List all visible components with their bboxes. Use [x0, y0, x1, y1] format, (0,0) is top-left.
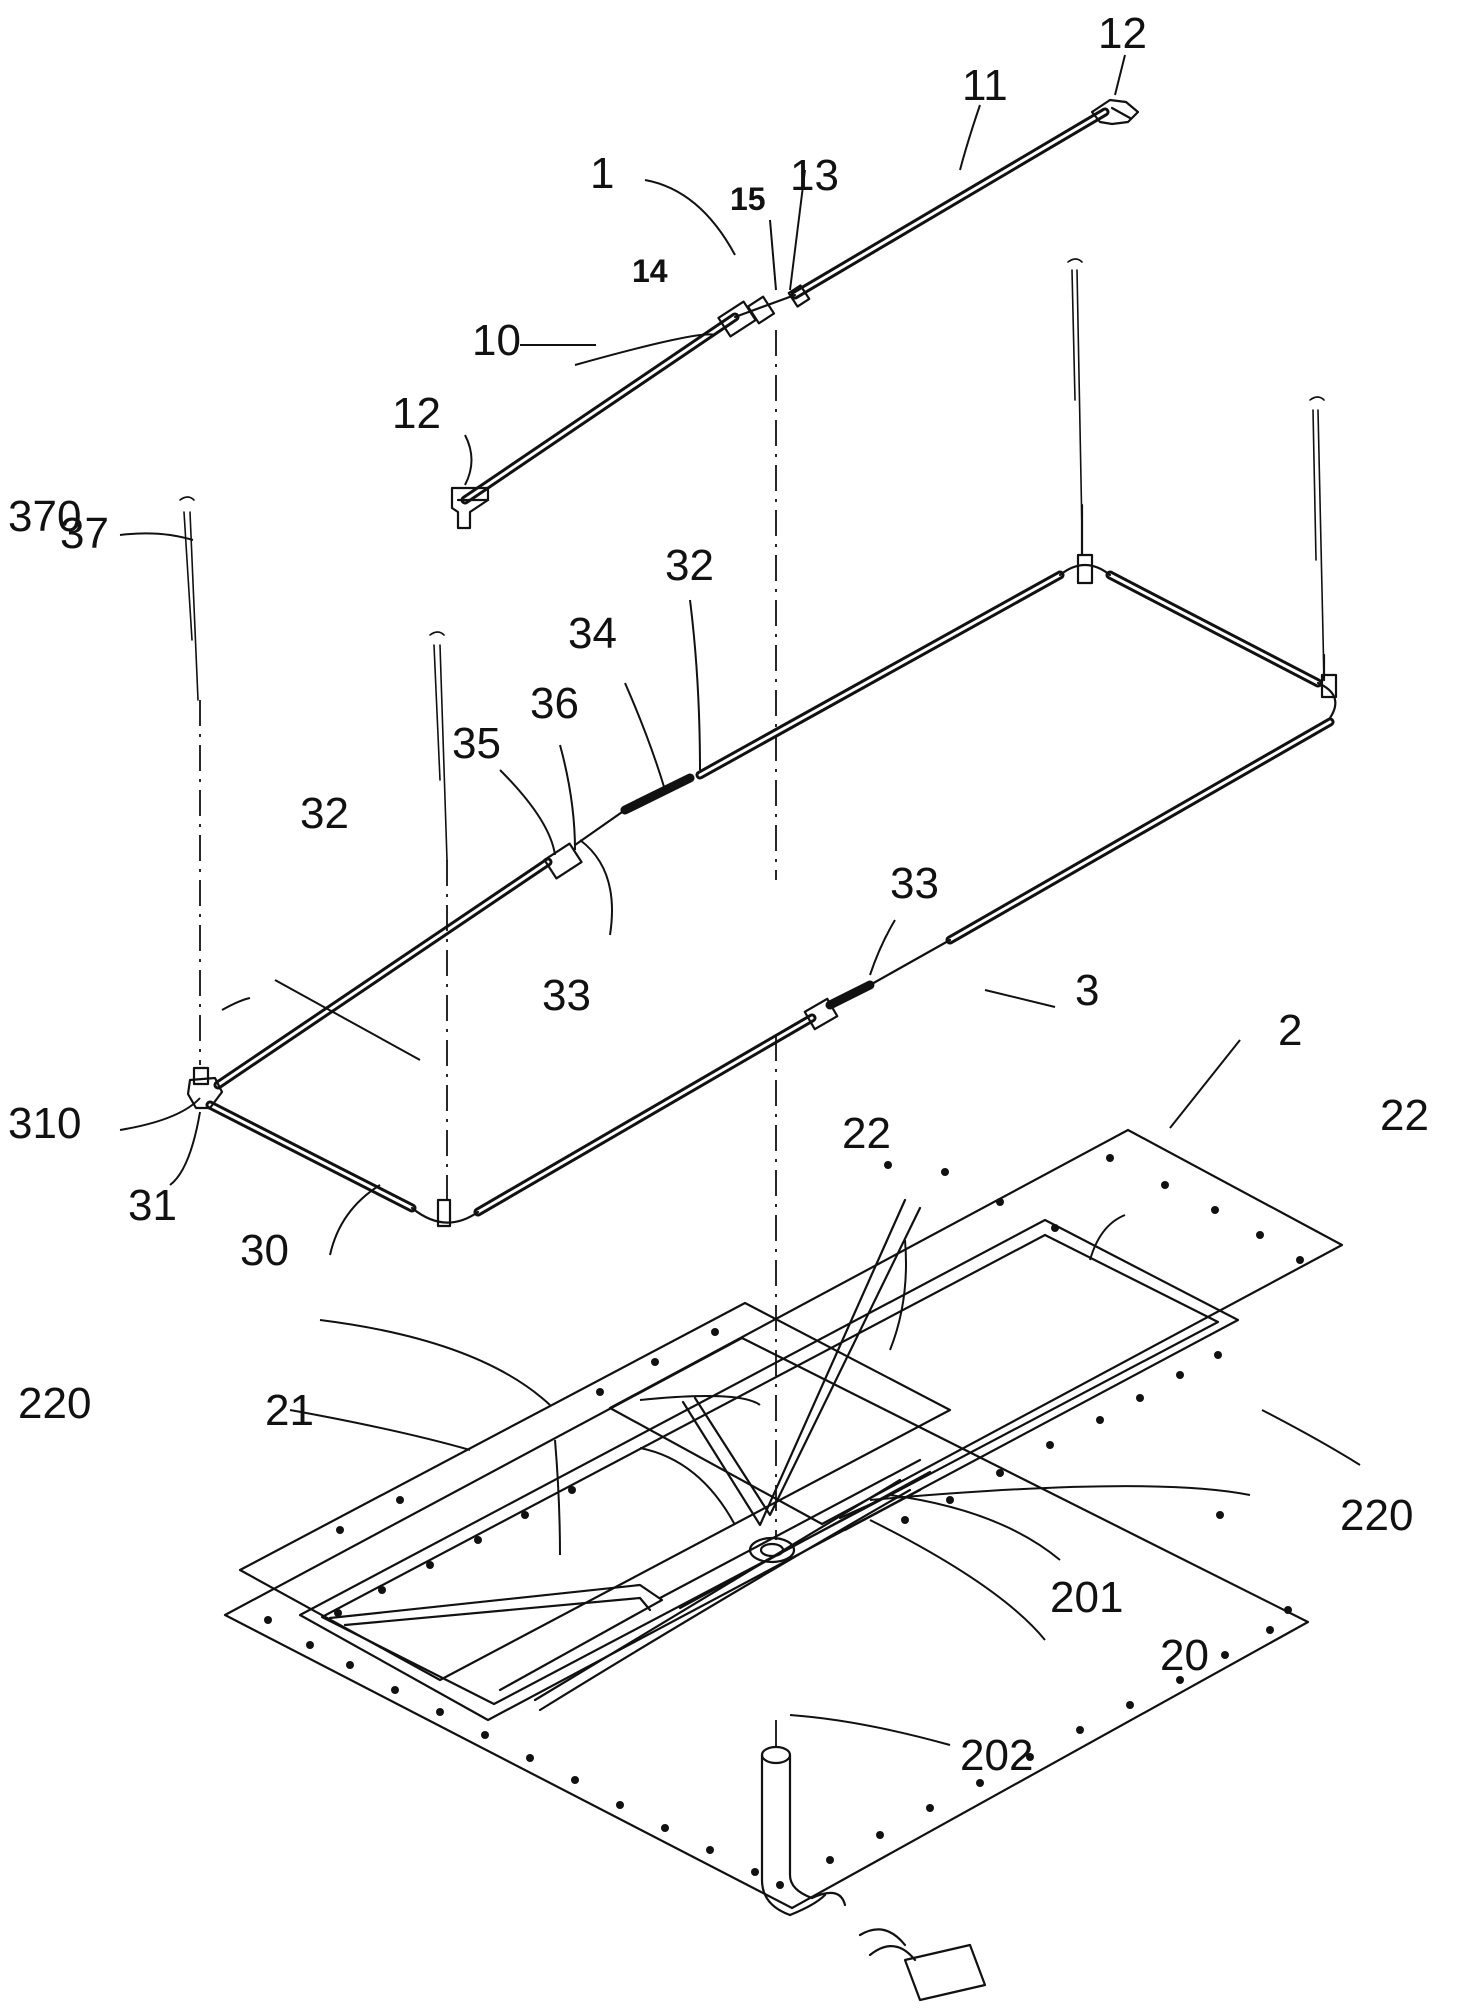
label-3: 3: [1075, 966, 1099, 1015]
leader-lines: [119, 54, 1361, 1746]
label-12-left: 12: [392, 389, 441, 438]
label-310: 310: [8, 1099, 81, 1148]
label-11: 11: [962, 61, 1008, 110]
label-10: 10: [472, 316, 521, 365]
label-35: 35: [452, 719, 501, 768]
label-14: 14: [632, 253, 668, 289]
label-36: 36: [530, 679, 579, 728]
label-32-upper: 32: [665, 541, 714, 590]
hanging-wires: [179, 258, 1326, 861]
label-220-left: 220: [18, 1379, 91, 1428]
label-32-lower: 32: [300, 789, 349, 838]
label-1: 1: [590, 149, 614, 198]
label-33-left: 33: [542, 971, 591, 1020]
label-33-right: 33: [890, 859, 939, 908]
label-21: 21: [265, 1386, 314, 1435]
label-22-center: 22: [842, 1109, 891, 1158]
label-2: 2: [1278, 1006, 1302, 1055]
label-202: 202: [960, 1731, 1033, 1780]
label-13: 13: [790, 151, 839, 200]
label-15: 15: [730, 181, 766, 217]
reference-labels: 1 2 3 10 11 12 12 13 14 15 20 21 22 22 3…: [8, 9, 1429, 1780]
label-201: 201: [1050, 1573, 1123, 1622]
label-31: 31: [128, 1181, 177, 1230]
label-20: 20: [1160, 1631, 1209, 1680]
label-30: 30: [240, 1226, 289, 1275]
drain-pipe: [760, 1745, 987, 2002]
label-22-right: 22: [1380, 1091, 1429, 1140]
cross-bar-assembly: [450, 98, 1140, 530]
rectangular-frame: [186, 553, 1338, 1228]
label-12-right: 12: [1098, 9, 1147, 58]
label-370: 370: [8, 492, 81, 541]
label-220-right: 220: [1340, 1491, 1413, 1540]
base-plate: [223, 1128, 1344, 1910]
center-lines: [199, 330, 777, 1750]
label-37: 37: [60, 509, 109, 558]
label-34: 34: [568, 609, 617, 658]
